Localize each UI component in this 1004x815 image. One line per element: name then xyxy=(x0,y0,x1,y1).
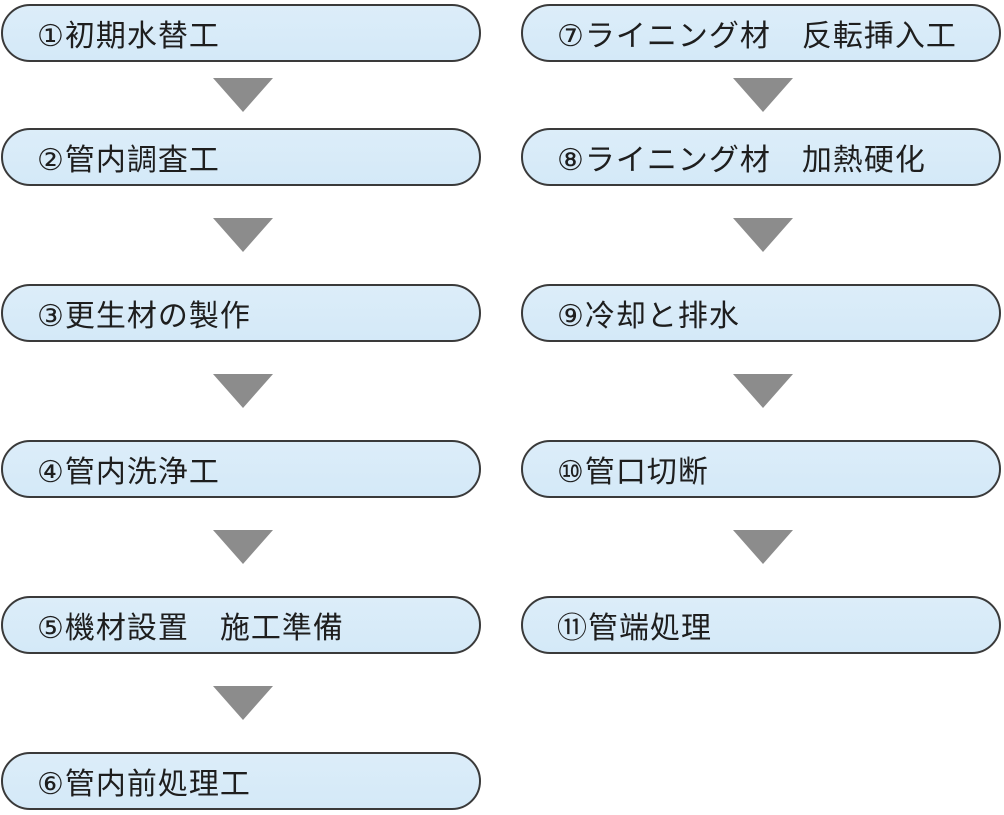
down-arrow-icon xyxy=(733,530,793,564)
down-arrow-icon xyxy=(733,374,793,408)
step-label: ⑪管端処理 xyxy=(557,611,712,646)
down-arrow-icon xyxy=(733,218,793,252)
step-5-equipment-setup: ⑤機材設置 施工準備 xyxy=(1,596,481,654)
step-11-pipe-end-treatment: ⑪管端処理 xyxy=(521,596,1001,654)
step-label: ⑨冷却と排水 xyxy=(557,299,740,334)
down-arrow-icon xyxy=(213,374,273,408)
step-1-initial-dewatering: ①初期水替工 xyxy=(1,4,481,62)
step-label: ⑧ライニング材 加熱硬化 xyxy=(557,143,926,178)
step-label: ④管内洗浄工 xyxy=(37,455,220,490)
step-7-lining-inversion-insertion: ⑦ライニング材 反転挿入工 xyxy=(521,4,1001,62)
down-arrow-icon xyxy=(213,78,273,112)
step-6-pipe-pretreatment: ⑥管内前処理工 xyxy=(1,752,481,810)
step-label: ③更生材の製作 xyxy=(37,299,251,334)
step-label: ⑥管内前処理工 xyxy=(37,767,251,802)
step-3-material-fabrication: ③更生材の製作 xyxy=(1,284,481,342)
step-2-pipe-inspection: ②管内調査工 xyxy=(1,128,481,186)
step-label: ⑩管口切断 xyxy=(557,455,709,490)
step-4-pipe-cleaning: ④管内洗浄工 xyxy=(1,440,481,498)
down-arrow-icon xyxy=(213,686,273,720)
down-arrow-icon xyxy=(213,218,273,252)
down-arrow-icon xyxy=(213,530,273,564)
step-label: ⑤機材設置 施工準備 xyxy=(37,611,344,646)
step-label: ①初期水替工 xyxy=(37,19,220,54)
step-8-lining-heat-curing: ⑧ライニング材 加熱硬化 xyxy=(521,128,1001,186)
step-10-pipe-end-cutting: ⑩管口切断 xyxy=(521,440,1001,498)
down-arrow-icon xyxy=(733,78,793,112)
step-9-cooling-drainage: ⑨冷却と排水 xyxy=(521,284,1001,342)
step-label: ②管内調査工 xyxy=(37,143,220,178)
step-label: ⑦ライニング材 反転挿入工 xyxy=(557,19,957,54)
